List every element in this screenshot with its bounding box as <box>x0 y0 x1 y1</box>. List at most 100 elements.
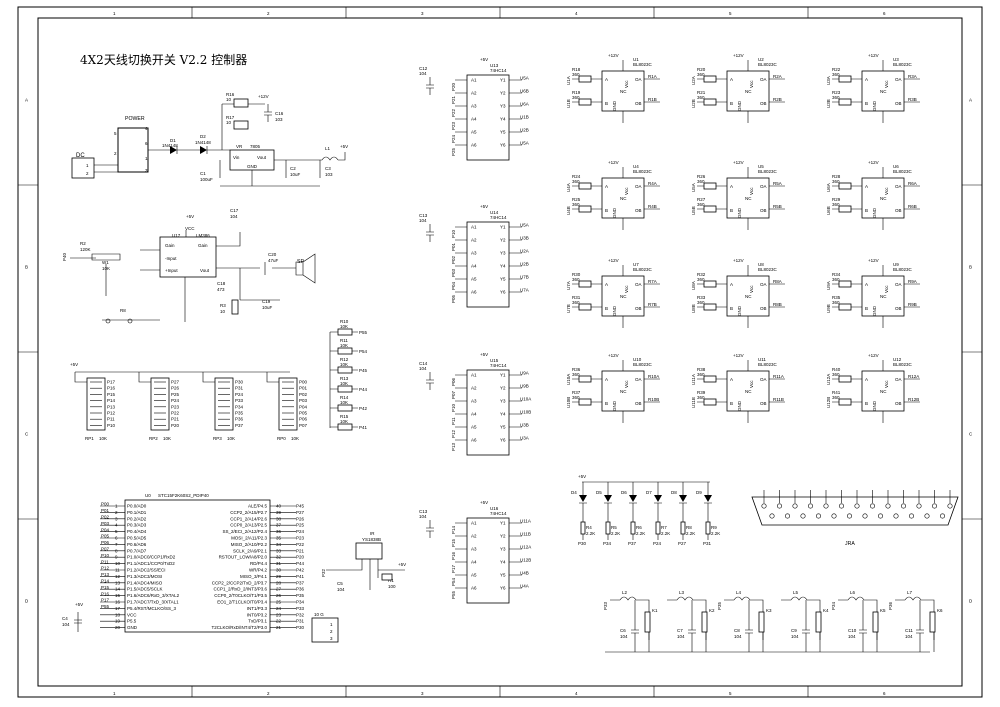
relay-input-net: U5A <box>691 183 696 192</box>
resistor-ref: R13 <box>340 376 349 381</box>
relay-resistor-ref: R26 <box>697 174 706 179</box>
hc14-net: P15 <box>451 538 456 547</box>
relay-output-net: R6A <box>908 181 917 186</box>
relay-ref: U12 <box>893 357 902 362</box>
ir-net: P32 <box>321 568 326 577</box>
db25-pin <box>893 513 899 519</box>
pin-vcc: VCC <box>185 226 195 231</box>
relay-resistor-ref: R29 <box>832 197 841 202</box>
relay-vcc: +12V <box>733 258 744 263</box>
key-ref: K4 <box>823 608 829 613</box>
mcu-net: P13 <box>101 572 110 577</box>
mcu-net: P16 <box>101 591 110 596</box>
hc14-output-net: U9B <box>520 384 529 389</box>
relay-pin: OA <box>760 377 767 382</box>
key-switch <box>644 611 651 633</box>
relay-resistor <box>838 98 852 106</box>
key-switch <box>872 611 879 633</box>
r8-ref: R8 <box>120 308 126 313</box>
relay-input-net: U6A <box>826 183 831 192</box>
r3-val: 10 <box>220 309 226 314</box>
hc14-net: P23 <box>451 121 456 130</box>
mcu-net: P42 <box>296 568 305 573</box>
resistor-ref: R15 <box>340 414 349 419</box>
relay-input-net: U2B <box>691 99 696 108</box>
relay-resistor-val: 360 <box>572 72 580 77</box>
relay-input-net: U5B <box>691 206 696 215</box>
relay-pin: A <box>865 77 868 82</box>
resistor-pack <box>214 377 234 431</box>
relay-output-net: R5B <box>773 204 782 209</box>
hc14-pin-a: A3 <box>471 251 477 256</box>
hc14-ref: U14 <box>490 210 499 215</box>
rp-net: P27 <box>171 380 180 385</box>
led-d4 <box>579 495 587 502</box>
relay-pin: A <box>605 282 608 287</box>
led-resistor-val: 2.2K <box>711 531 720 536</box>
mcu-right-pin: RD/P4.4 <box>250 561 268 566</box>
relay-vcc: +12V <box>608 258 619 263</box>
mcu-left-pin: P1.3/ADC3/MOSI <box>127 574 162 579</box>
hc14-pin-a: A6 <box>471 290 477 295</box>
mcu-net: P07 <box>101 547 110 552</box>
mcu-net: P05 <box>101 534 110 539</box>
mcu-net: P30 <box>296 625 305 630</box>
rp-net: P06 <box>299 417 308 422</box>
zone-col-label: 2 <box>267 691 270 696</box>
relay-resistor-ref: R22 <box>832 67 841 72</box>
rp-net: P34 <box>235 404 244 409</box>
relay-pin: B <box>865 306 868 311</box>
relay-vcc: +12V <box>608 353 619 358</box>
db25-pin <box>792 503 798 509</box>
relay-ref: U4 <box>633 164 639 169</box>
relay-input-net: U1B <box>566 99 571 108</box>
c5-val: 104 <box>337 587 345 592</box>
relay-resistor-ref: R20 <box>697 67 706 72</box>
p40-net: P40 <box>62 252 67 261</box>
zone-row-label: B <box>969 265 972 270</box>
hc14-part: 74HC14 <box>490 363 507 368</box>
key-net: P36 <box>888 601 893 610</box>
relay-input-net: U4A <box>566 183 571 192</box>
l1-ref: L1 <box>325 146 331 151</box>
hc14-net: P10 <box>451 229 456 238</box>
hc14-pin-a: A3 <box>471 399 477 404</box>
relay-resistor-val: 360 <box>572 95 580 100</box>
led-resistor-ref: R7 <box>661 525 667 530</box>
resistor-val: 10K <box>340 324 348 329</box>
relay-ref: U3 <box>893 57 899 62</box>
mcu-right-pin: EO1_2/T1CLKO/T0/P3.4 <box>217 600 267 605</box>
hc14-net: P17 <box>451 564 456 573</box>
relay-resistor <box>578 280 592 288</box>
hc14-net: P14 <box>451 525 456 534</box>
key-cap-ref: C9 <box>791 628 797 633</box>
relay-ref: U5 <box>758 164 764 169</box>
relay-vcc: +12V <box>733 53 744 58</box>
power-supply-section: DC 1 2 POWER 5 4 6 2 1 3 D1 1N4148 D2 1N… <box>71 92 348 187</box>
diode-d1 <box>170 146 177 154</box>
relay-resistor-val: 360 <box>572 277 580 282</box>
relay-input-net: U1A <box>566 76 571 85</box>
inductor-ref: L6 <box>850 590 856 595</box>
relay-resistor-val: 360 <box>832 179 840 184</box>
relay-pin: OA <box>635 282 642 287</box>
hc14-pin-a: A1 <box>471 78 477 83</box>
relay-resistor <box>838 303 852 311</box>
hc14-output-net: U12A <box>520 545 531 550</box>
led-ref: D7 <box>646 490 652 495</box>
key-ref: K1 <box>652 608 658 613</box>
relay-pin: Vcc <box>884 380 889 388</box>
hc14-output-net: U2A <box>520 249 529 254</box>
resistor-ref: R11 <box>340 338 348 343</box>
net-label: P45 <box>359 368 368 373</box>
relay-part: BL8023C <box>893 169 913 174</box>
net-label: P55 <box>359 330 368 335</box>
relay-resistor-val: 360 <box>697 277 705 282</box>
relay-vcc: +12V <box>733 160 744 165</box>
mcu-right-pin: CCP1_2/A14/P2.6 <box>230 516 267 521</box>
relay-resistor <box>578 303 592 311</box>
hc14-pin-a: A1 <box>471 521 477 526</box>
relay-pin: GND <box>872 100 877 111</box>
key-net: P33 <box>603 601 608 610</box>
